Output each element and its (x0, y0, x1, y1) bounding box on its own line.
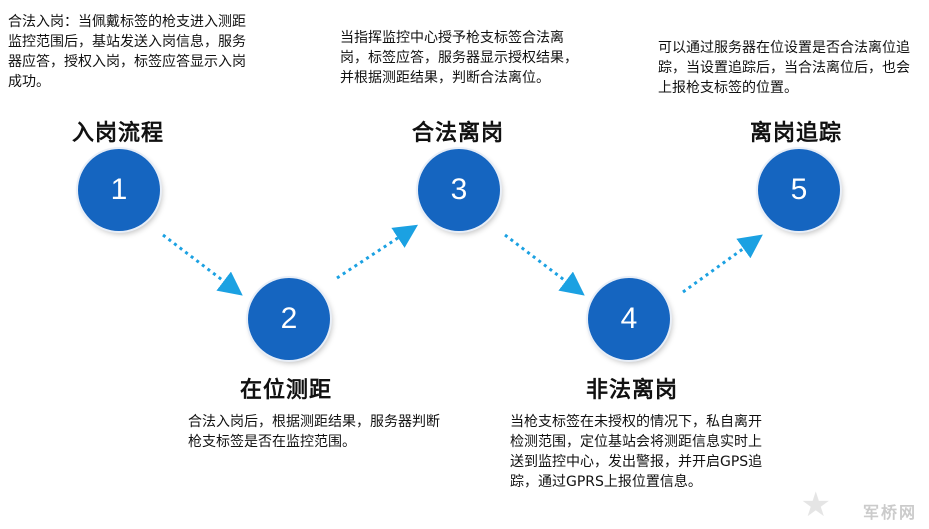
step-3-description: 当指挥监控中心授予枪支标签合法离岗，标签应答，服务器显示授权结果，并根据测距结果… (340, 30, 578, 86)
step-3-circle: 3 (418, 149, 500, 231)
step-4-circle: 4 (588, 278, 670, 360)
watermark-text: 军桥网 (862, 503, 917, 522)
arrow-2-to-3 (336, 224, 419, 280)
step-4-title: 非法离岗 (586, 378, 679, 403)
arrow-4-to-5 (682, 234, 763, 294)
step-5-title: 离岗追踪 (750, 121, 843, 146)
step-4-description: 当枪支标签在未授权的情况下，私自离开检测范围，定位基站会将测距信息实时上送到监控… (510, 414, 763, 490)
arrow-1-to-2 (162, 233, 243, 296)
step-2-description: 合法入岗后，根据测距结果，服务器判断枪支标签是否在监控范围。 (188, 414, 440, 450)
step-5-description: 可以通过服务器在位设置是否合法离位追踪，当设置追踪后，当合法离位后，也会上报枪支… (658, 40, 910, 96)
step-1-title: 入岗流程 (72, 121, 165, 146)
arrow-3-to-4 (504, 233, 585, 296)
step-1-description: 合法入岗：当佩戴标签的枪支进入测距监控范围后，基站发送入岗信息，服务器应答，授权… (8, 14, 246, 90)
step-2-title: 在位测距 (240, 378, 333, 403)
step-2-circle: 2 (248, 278, 330, 360)
star-icon: ★ (800, 485, 831, 525)
step-1-circle: 1 (78, 149, 160, 231)
step-3-title: 合法离岗 (412, 121, 505, 146)
step-5-circle: 5 (758, 149, 840, 231)
